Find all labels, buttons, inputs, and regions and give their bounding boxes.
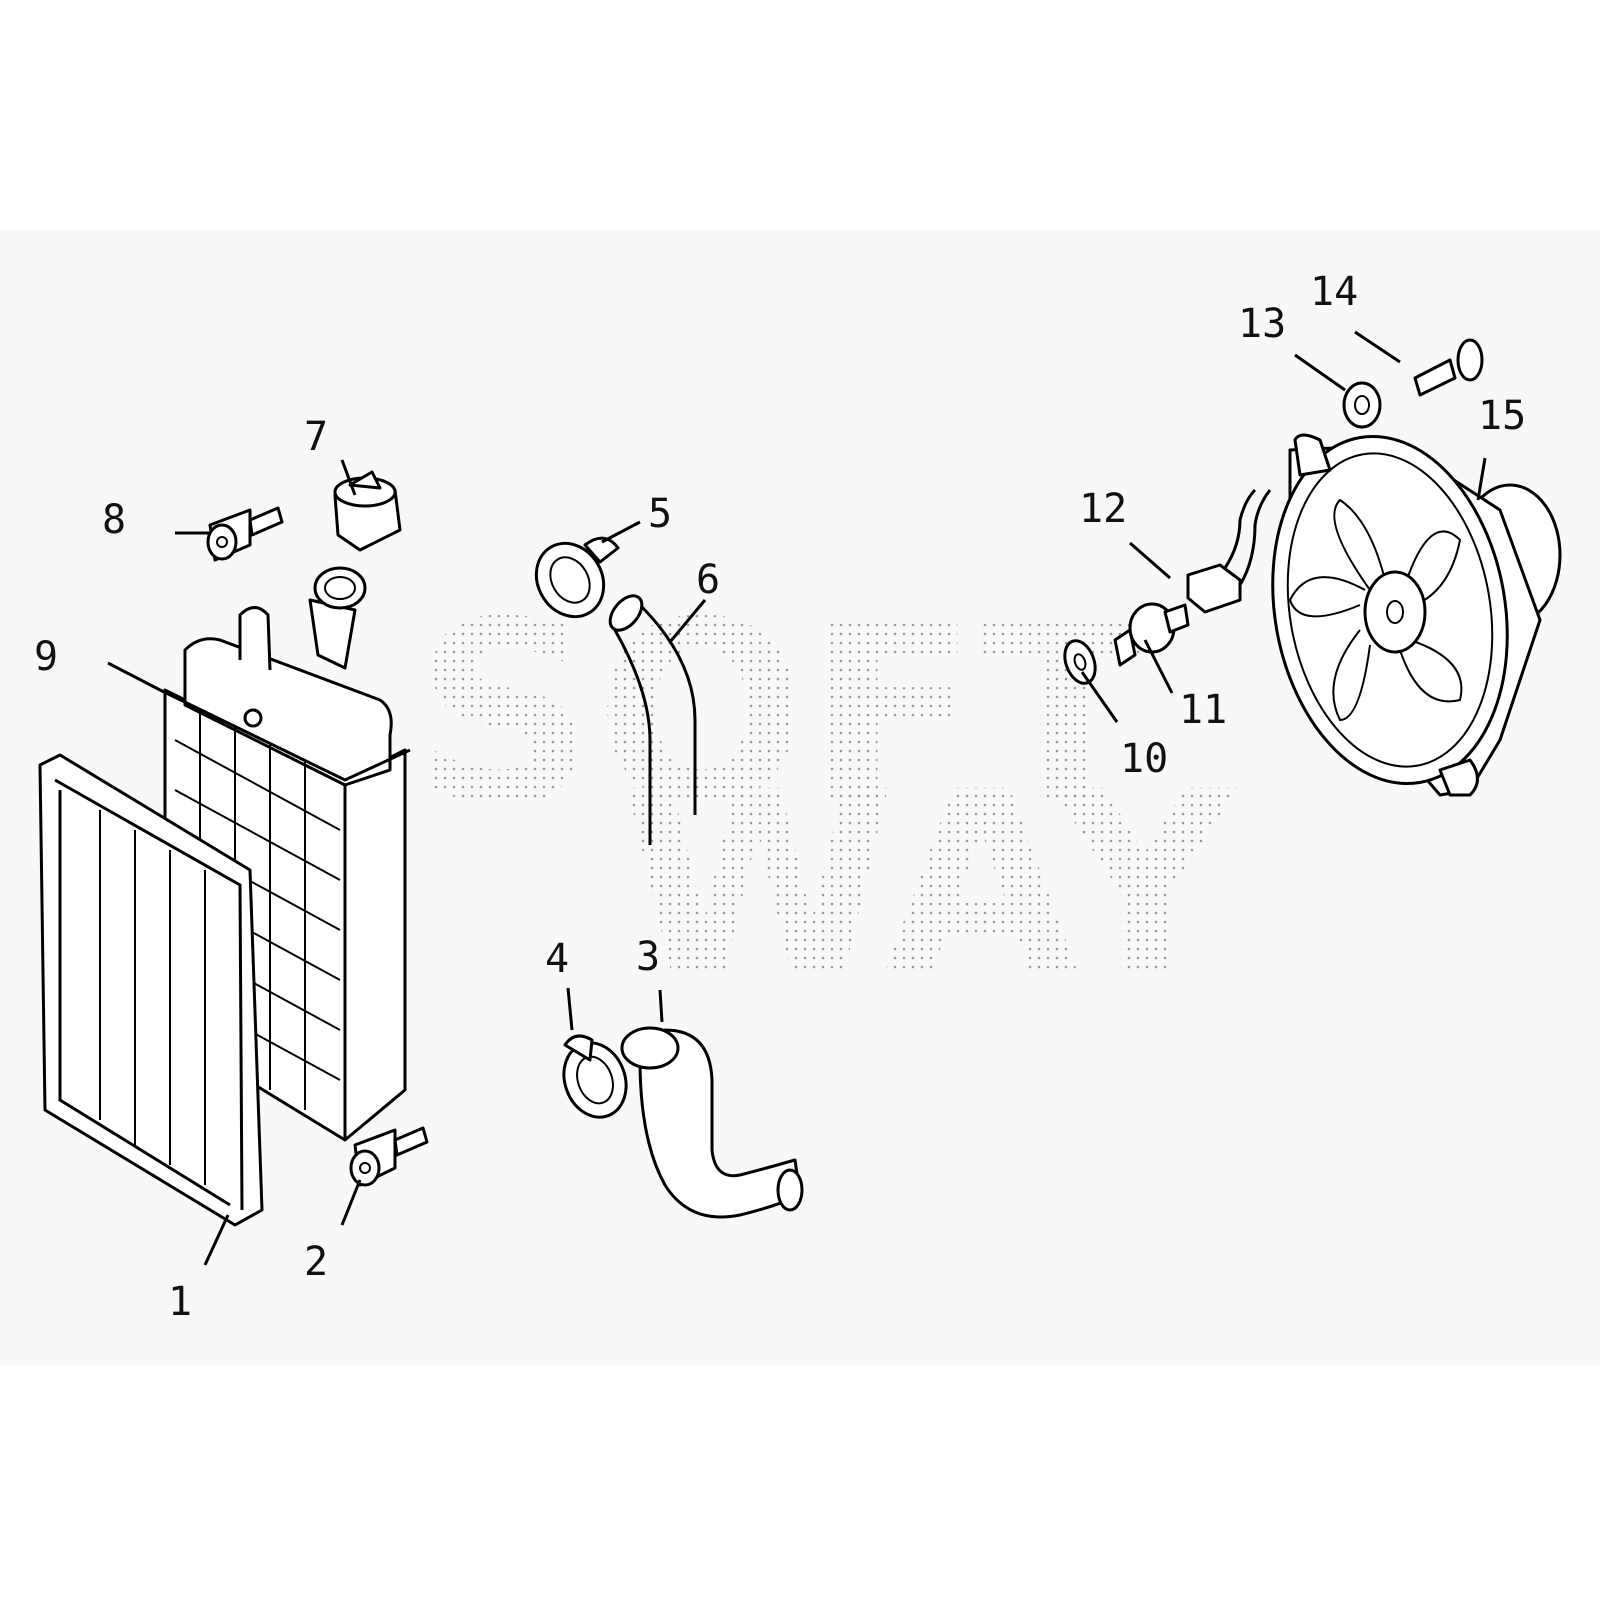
- callout-6: 6: [696, 557, 720, 603]
- upper-damper: [206, 506, 284, 562]
- callout-14: 14: [1310, 269, 1358, 315]
- radiator-guard: [38, 753, 264, 1227]
- callout-12: 12: [1079, 486, 1127, 532]
- callout-13: 13: [1238, 301, 1286, 347]
- callout-4: 4: [545, 936, 569, 982]
- upper-hose: [608, 594, 697, 845]
- callout-2: 2: [304, 1239, 328, 1285]
- callout-8: 8: [102, 497, 126, 543]
- washer: [1063, 639, 1097, 685]
- lower-damper: [349, 1126, 429, 1187]
- lower-hose: [620, 1026, 804, 1219]
- callout-7: 7: [304, 414, 328, 460]
- watermark-line-1: SOFT: [415, 568, 1149, 859]
- callout-1: 1: [168, 1279, 192, 1325]
- callout-11: 11: [1179, 687, 1227, 733]
- lower-hose-clamp: [562, 1034, 628, 1119]
- cooling-fan: [1271, 433, 1562, 797]
- callout-10: 10: [1120, 736, 1168, 782]
- upper-hose-clamp: [534, 536, 620, 619]
- watermark: SOFT WAY: [415, 568, 1238, 1029]
- callout-3: 3: [636, 934, 660, 980]
- callouts: 1 2 3 4 5 6 7 8 9 10 11 12 13 14 15: [34, 269, 1526, 1325]
- radiator-cap: [333, 470, 402, 552]
- watermark-line-2: WAY: [620, 738, 1238, 1029]
- callout-9: 9: [34, 634, 58, 680]
- fan-washer: [1342, 381, 1382, 429]
- leader-lines: [107, 330, 1487, 1266]
- fan-bolt: [1413, 338, 1484, 397]
- connector: [1186, 488, 1272, 614]
- callout-15: 15: [1478, 393, 1526, 439]
- thermo-switch: [1113, 602, 1190, 667]
- callout-5: 5: [648, 491, 672, 537]
